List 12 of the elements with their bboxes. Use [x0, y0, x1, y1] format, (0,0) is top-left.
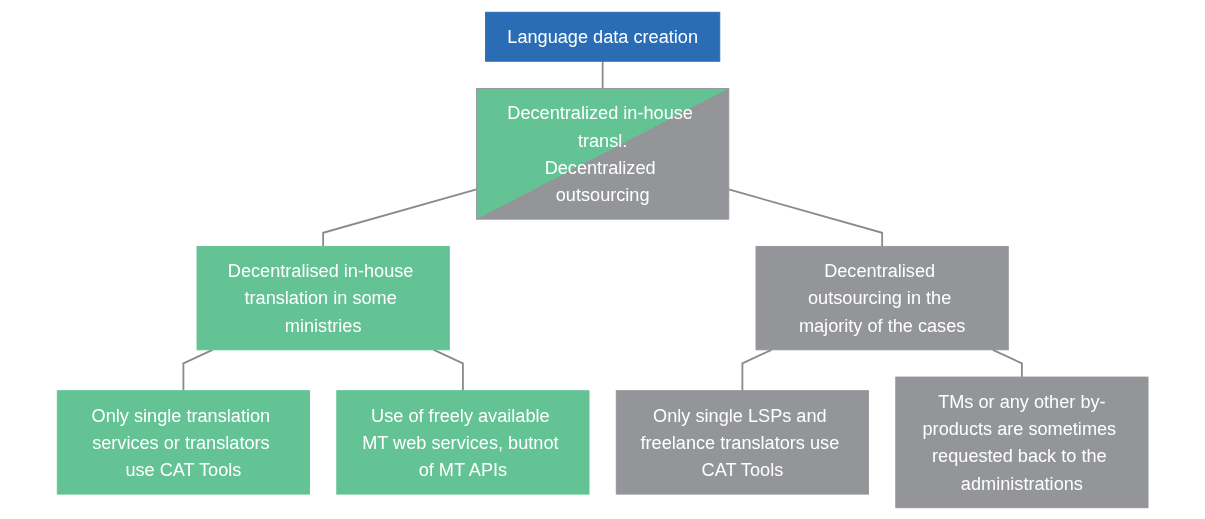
node-box: Only single LSPs and freelance translators use CAT Tools	[615, 389, 869, 495]
node-box: TMs or any other by-products are sometimes requested back to the administrations	[895, 376, 1149, 508]
connector	[322, 188, 478, 247]
node-box: Decentralized in-house transl. Decentralized outsourcing	[475, 87, 730, 220]
node-box: Only single translation services or translators use CAT Tools	[56, 389, 310, 495]
connector	[991, 348, 1023, 378]
node-box: Decentralised in-house translation in some ministries	[196, 245, 450, 350]
connector	[601, 59, 604, 89]
node-box: Use of freely available MT web services, butnot of MT APIs	[336, 389, 590, 495]
connector	[727, 188, 883, 247]
node-box: Decentralised outsourcing in the majority of the cases	[755, 245, 1009, 350]
node-box: Language data creation	[484, 11, 721, 62]
